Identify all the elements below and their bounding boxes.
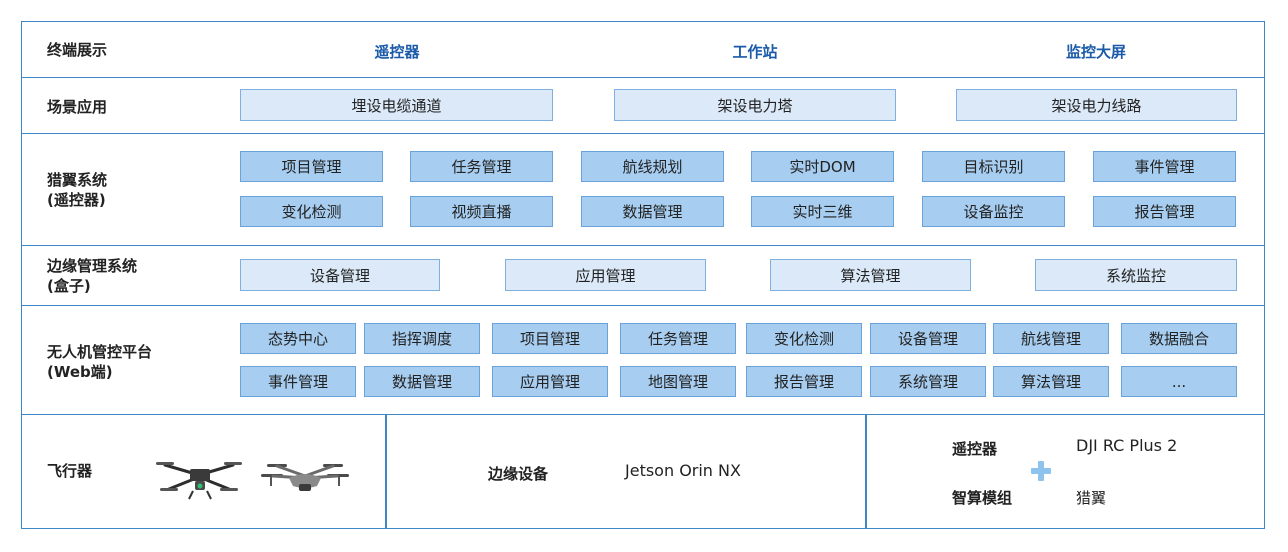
liexi-module-2-6: 报告管理: [1093, 196, 1236, 227]
row-edge-management: 边缘管理系统 (盒子) 设备管理 应用管理 算法管理 系统监控: [21, 246, 1265, 306]
uav-module-1-8: 数据融合: [1121, 323, 1237, 354]
row-label-edge: 边缘管理系统 (盒子): [47, 256, 137, 296]
liexi-module-1-5: 目标识别: [922, 151, 1065, 182]
liexi-module-2-3: 数据管理: [581, 196, 724, 227]
uav-module-1-3: 项目管理: [492, 323, 608, 354]
rc-label: 遥控器: [952, 440, 998, 458]
uav-module-1-5: 变化检测: [746, 323, 862, 354]
liexi-module-1-2: 任务管理: [410, 151, 553, 182]
liexi-module-2-1: 变化检测: [240, 196, 383, 227]
row-hardware: 飞行器: [21, 415, 1265, 529]
uav-module-1-1: 态势中心: [240, 323, 356, 354]
liexi-module-1-3: 航线规划: [581, 151, 724, 182]
row-label-edge-line2: (盒子): [47, 277, 91, 295]
compute-module-value: 猎翼: [1076, 489, 1107, 507]
uav-module-1-6: 设备管理: [870, 323, 986, 354]
terminal-workstation: 工作站: [732, 43, 778, 61]
edge-device-management: 设备管理: [240, 259, 440, 291]
edge-device-label: 边缘设备: [488, 465, 549, 483]
compute-module-label: 智算模组: [952, 489, 1013, 507]
edge-system-monitor: 系统监控: [1035, 259, 1237, 291]
scene-cable-channel: 埋设电缆通道: [240, 89, 553, 121]
hardware-divider-1: [385, 415, 387, 529]
uav-module-2-7: 算法管理: [993, 366, 1109, 397]
hardware-divider-2: [865, 415, 867, 529]
rc-value: DJI RC Plus 2: [1076, 436, 1178, 455]
drone-mavic-icon: [261, 464, 349, 491]
row-label-terminal: 终端展示: [47, 41, 108, 59]
liexi-module-1-6: 事件管理: [1093, 151, 1236, 182]
uav-module-1-7: 航线管理: [993, 323, 1109, 354]
row-label-uav-line1: 无人机管控平台: [47, 343, 153, 361]
liexi-module-1-1: 项目管理: [240, 151, 383, 182]
liexi-module-2-2: 视频直播: [410, 196, 553, 227]
uav-module-2-4: 地图管理: [620, 366, 736, 397]
row-terminal: 终端展示 遥控器 工作站 监控大屏: [21, 21, 1265, 78]
edge-algorithm-management: 算法管理: [770, 259, 971, 291]
row-scene: 场景应用 埋设电缆通道 架设电力塔 架设电力线路: [21, 78, 1265, 134]
uav-module-1-4: 任务管理: [620, 323, 736, 354]
liexi-module-2-4: 实时三维: [751, 196, 894, 227]
terminal-monitor-screen: 监控大屏: [1065, 43, 1127, 61]
row-label-edge-line1: 边缘管理系统: [47, 257, 138, 275]
row-label-aircraft: 飞行器: [47, 462, 93, 480]
row-label-scene: 场景应用: [47, 98, 108, 116]
terminal-remote: 遥控器: [374, 43, 420, 61]
architecture-frame: [21, 21, 1265, 529]
scene-power-line: 架设电力线路: [956, 89, 1237, 121]
uav-module-2-3: 应用管理: [492, 366, 608, 397]
row-label-uav-line2: (Web端): [47, 363, 113, 381]
row-uav-platform: 无人机管控平台 (Web端) 态势中心指挥调度项目管理任务管理变化检测设备管理航…: [21, 306, 1265, 415]
edge-device-value: Jetson Orin NX: [625, 461, 741, 480]
row-label-liexi: 猎翼系统 (遥控器): [47, 170, 107, 210]
plus-icon: [1031, 461, 1051, 481]
uav-module-1-2: 指挥调度: [364, 323, 480, 354]
liexi-module-1-4: 实时DOM: [751, 151, 894, 182]
uav-module-2-8: ...: [1121, 366, 1237, 397]
row-label-liexi-line2: (遥控器): [47, 191, 106, 209]
uav-module-2-6: 系统管理: [870, 366, 986, 397]
row-liexi-system: 猎翼系统 (遥控器) 项目管理任务管理航线规划实时DOM 目标识别事件管理变化检测…: [21, 134, 1265, 246]
uav-module-2-1: 事件管理: [240, 366, 356, 397]
uav-module-2-2: 数据管理: [364, 366, 480, 397]
row-label-liexi-line1: 猎翼系统: [47, 171, 108, 189]
edge-app-management: 应用管理: [505, 259, 706, 291]
uav-module-2-5: 报告管理: [746, 366, 862, 397]
drone-matrice-icon: [156, 462, 242, 500]
liexi-module-2-5: 设备监控: [922, 196, 1065, 227]
row-label-uav: 无人机管控平台 (Web端): [47, 342, 152, 382]
scene-power-tower: 架设电力塔: [614, 89, 896, 121]
